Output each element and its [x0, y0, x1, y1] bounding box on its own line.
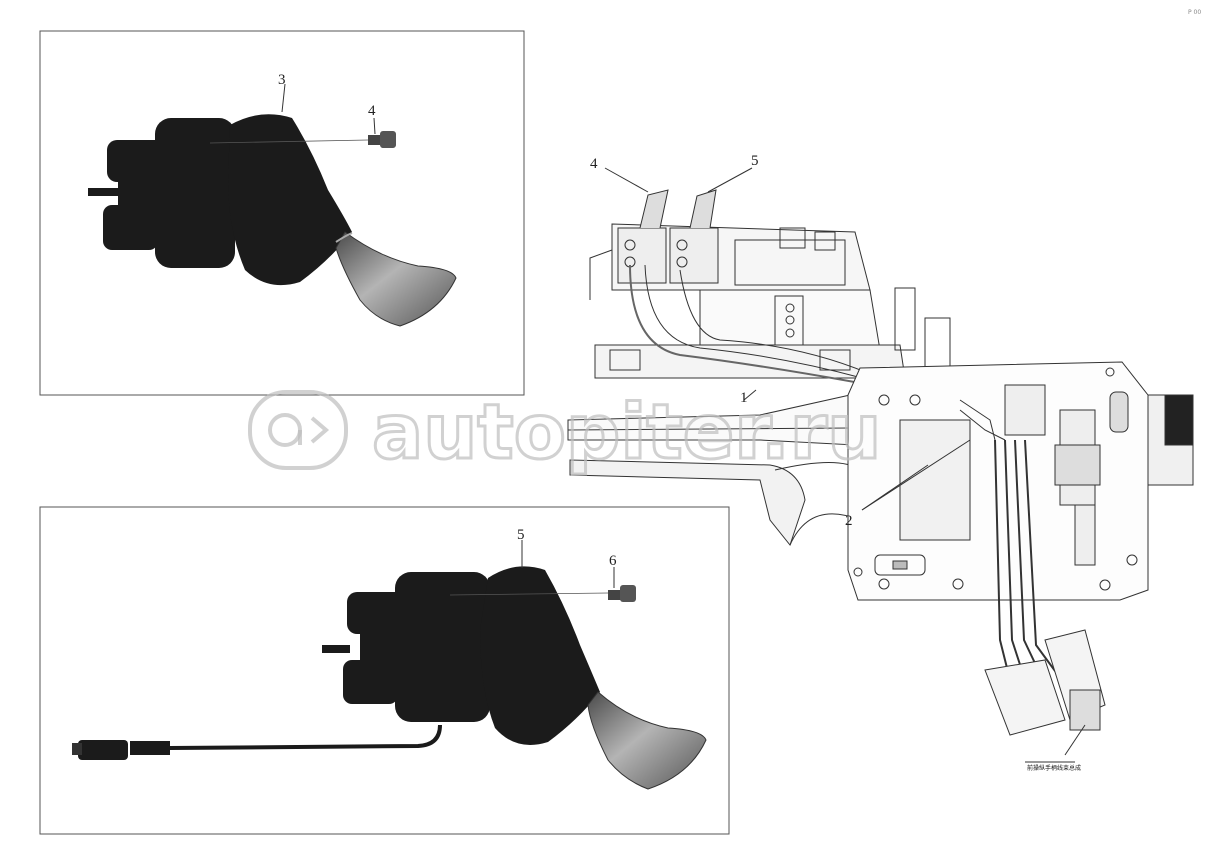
joystick-handle-top: [88, 83, 457, 327]
console-assembly: [567, 189, 1194, 736]
callout-6-bottom: 6: [609, 553, 617, 569]
bolt-bottom: [449, 567, 636, 602]
callout-4-top: 4: [368, 103, 376, 119]
detail-box-bottom: [39, 506, 730, 835]
callout-4-assembly: 4: [590, 156, 598, 172]
detail-box-top: [39, 30, 525, 396]
callout-1-assembly: 1: [740, 390, 748, 406]
joystick-handle-bottom: [72, 540, 707, 790]
watermark-text: autopiter.ru: [372, 387, 881, 476]
harness-connector: [984, 629, 1106, 736]
bolt-top: [209, 117, 396, 148]
mini-joystick-5: [669, 189, 719, 284]
assembly-leaders: [604, 167, 1086, 763]
mini-joystick-4: [617, 189, 669, 284]
callout-3-top: 3: [278, 72, 286, 88]
callout-2-assembly: 2: [845, 513, 853, 529]
callout-5-bottom: 5: [517, 527, 525, 543]
corner-mark: P 00: [1188, 9, 1201, 16]
watermark-logo: [248, 390, 348, 470]
harness-label: 前操纵手柄线束总成: [1027, 764, 1081, 772]
callout-5-assembly: 5: [751, 153, 759, 169]
